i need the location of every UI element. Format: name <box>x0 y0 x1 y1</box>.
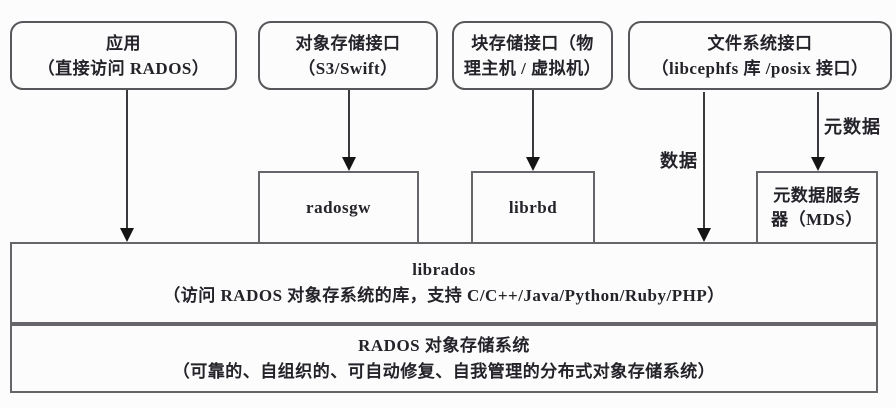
rados-box-line1: RADOS 对象存储系统 <box>358 335 530 355</box>
arrow-app-to-librados-line <box>126 90 128 230</box>
librados-box-line1: librados <box>412 260 476 279</box>
radosgw-box: radosgw <box>258 171 419 242</box>
data-edge-label: 数据 <box>660 151 698 171</box>
rados-box: RADOS 对象存储系统 （可靠的、自组织的、可自动修复、自我管理的分布式对象存… <box>10 324 878 393</box>
app-box: 应用 （直接访问 RADOS） <box>10 21 237 90</box>
object-storage-interface-box: 对象存储接口 （S3/Swift） <box>258 21 438 90</box>
rados-box-line2: （可靠的、自组织的、可自动修复、自我管理的分布式对象存储系统） <box>172 361 716 381</box>
arrow-object-to-radosgw-line <box>348 90 350 159</box>
object-box-line1: 对象存储接口 <box>295 33 401 53</box>
file-box-line2: （libcephfs 库 /posix 接口） <box>651 58 869 78</box>
arrow-metadata-to-mds-head <box>811 157 825 171</box>
file-box-line1: 文件系统接口 <box>707 33 813 53</box>
app-box-line2: （直接访问 RADOS） <box>37 58 210 78</box>
librbd-box: librbd <box>471 171 595 242</box>
arrow-block-to-librbd-line <box>532 90 534 159</box>
block-storage-interface-box: 块存储接口（物 理主机 / 虚拟机） <box>452 21 613 90</box>
radosgw-label: radosgw <box>306 198 371 217</box>
librados-box-line2: （访问 RADOS 对象存系统的库，支持 C/C++/Java/Python/R… <box>163 286 725 305</box>
metadata-edge-label: 元数据 <box>824 117 881 137</box>
librbd-label: librbd <box>508 198 558 217</box>
arrow-data-to-librados-line <box>703 92 705 230</box>
filesystem-interface-box: 文件系统接口 （libcephfs 库 /posix 接口） <box>628 21 892 90</box>
arrow-object-to-radosgw-head <box>342 157 356 171</box>
arrow-app-to-librados-head <box>120 228 134 242</box>
arrow-metadata-to-mds-line <box>817 92 819 159</box>
mds-box: 元数据服务 器（MDS） <box>756 171 878 242</box>
arrow-block-to-librbd-head <box>526 157 540 171</box>
mds-box-line2: 器（MDS） <box>771 209 863 229</box>
librados-box: librados （访问 RADOS 对象存系统的库，支持 C/C++/Java… <box>10 242 878 324</box>
app-box-line1: 应用 <box>106 33 141 53</box>
arrow-data-to-librados-head <box>697 228 711 242</box>
block-box-line1: 块存储接口（物 <box>471 33 594 53</box>
mds-box-line1: 元数据服务 <box>773 185 861 205</box>
block-box-line2: 理主机 / 虚拟机） <box>463 58 602 78</box>
object-box-line2: （S3/Swift） <box>298 58 398 78</box>
